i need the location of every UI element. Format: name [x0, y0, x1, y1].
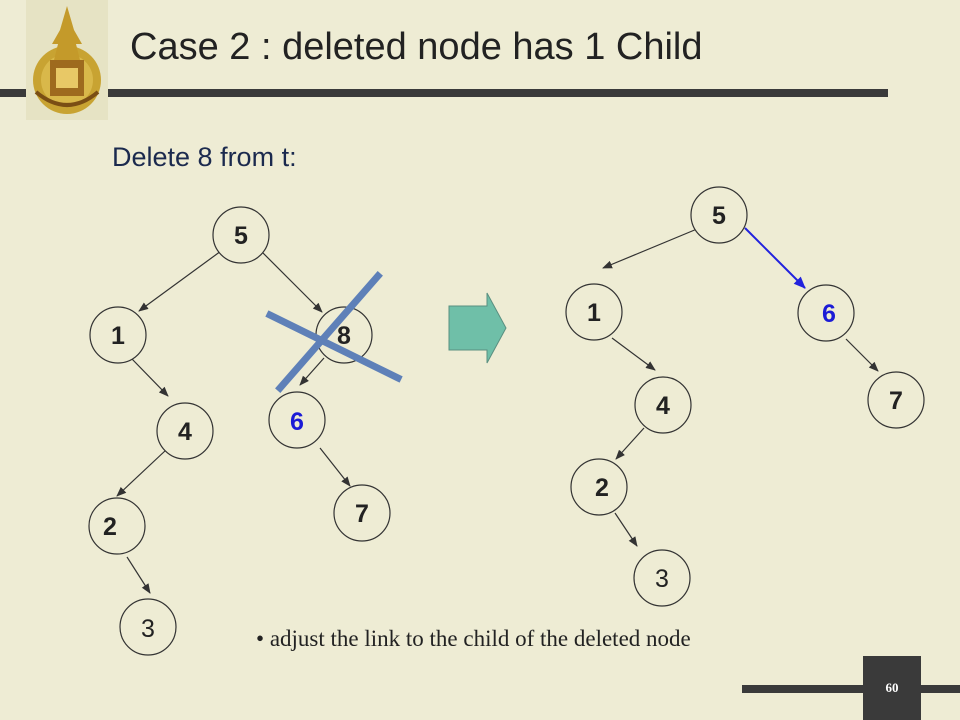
before-label-5: 5: [234, 222, 248, 250]
bullet-point: • adjust the link to the child of the de…: [256, 626, 691, 652]
before-tree-labels: 5 1 8 4 6 2 7 3: [103, 222, 369, 643]
before-node-4: [156, 402, 214, 460]
after-node-2: [570, 458, 628, 516]
slide-title: Case 2 : deleted node has 1 Child: [130, 26, 703, 68]
after-edge-2-3: [614, 512, 638, 547]
before-node-6: [268, 391, 326, 449]
after-tree-nodes: [565, 186, 925, 607]
page-number: 60: [885, 680, 899, 695]
after-label-6: 6: [822, 300, 836, 328]
after-tree-labels: 5 1 6 4 7 2 3: [587, 202, 903, 593]
before-node-5: [212, 206, 270, 264]
before-tree-edges: [116, 250, 351, 594]
before-label-3: 3: [141, 615, 155, 643]
after-label-5: 5: [712, 202, 726, 230]
after-label-3: 3: [655, 565, 669, 593]
after-tree-edges: [602, 228, 879, 547]
university-logo: [26, 0, 108, 120]
after-node-7: [867, 371, 925, 429]
before-label-6: 6: [290, 408, 304, 436]
before-node-3: [119, 598, 177, 656]
after-edge-5-1: [602, 228, 698, 269]
after-label-2: 2: [595, 474, 609, 502]
after-edge-1-4: [611, 337, 656, 371]
after-edge-6-7: [845, 338, 879, 372]
after-node-6: [797, 284, 855, 342]
before-tree-nodes: [88, 206, 391, 656]
after-node-4: [634, 376, 692, 434]
edge-4-2: [116, 449, 167, 497]
edge-5-1: [138, 250, 222, 312]
after-label-1: 1: [587, 299, 601, 327]
bullet-icon: •: [256, 626, 270, 651]
edge-6-7: [319, 447, 351, 487]
delete-cross: [265, 271, 403, 393]
title-bar: [0, 89, 888, 97]
edge-8-6: [299, 357, 325, 386]
after-label-4: 4: [656, 392, 670, 420]
bullet-text: adjust the link to the child of the dele…: [269, 626, 691, 651]
after-label-7: 7: [889, 387, 903, 415]
after-edge-4-2: [615, 427, 645, 460]
after-node-3: [633, 549, 691, 607]
before-label-2: 2: [103, 513, 117, 541]
after-node-5: [690, 186, 748, 244]
after-node-1: [565, 283, 623, 341]
footer-bar: [742, 685, 960, 693]
edge-2-3: [126, 556, 151, 594]
before-node-2: [88, 497, 146, 555]
after-edge-5-6-adjusted: [744, 227, 806, 289]
edge-1-4: [131, 358, 169, 397]
before-label-1: 1: [111, 322, 125, 350]
slide-subtitle: Delete 8 from t:: [112, 142, 297, 172]
before-label-7: 7: [355, 500, 369, 528]
before-node-7: [333, 484, 391, 542]
before-label-8: 8: [337, 322, 351, 350]
edge-5-8: [260, 250, 323, 313]
before-label-4: 4: [178, 418, 192, 446]
before-node-1: [89, 306, 147, 364]
page-number-box: [863, 656, 921, 720]
transform-arrow: [448, 292, 507, 364]
